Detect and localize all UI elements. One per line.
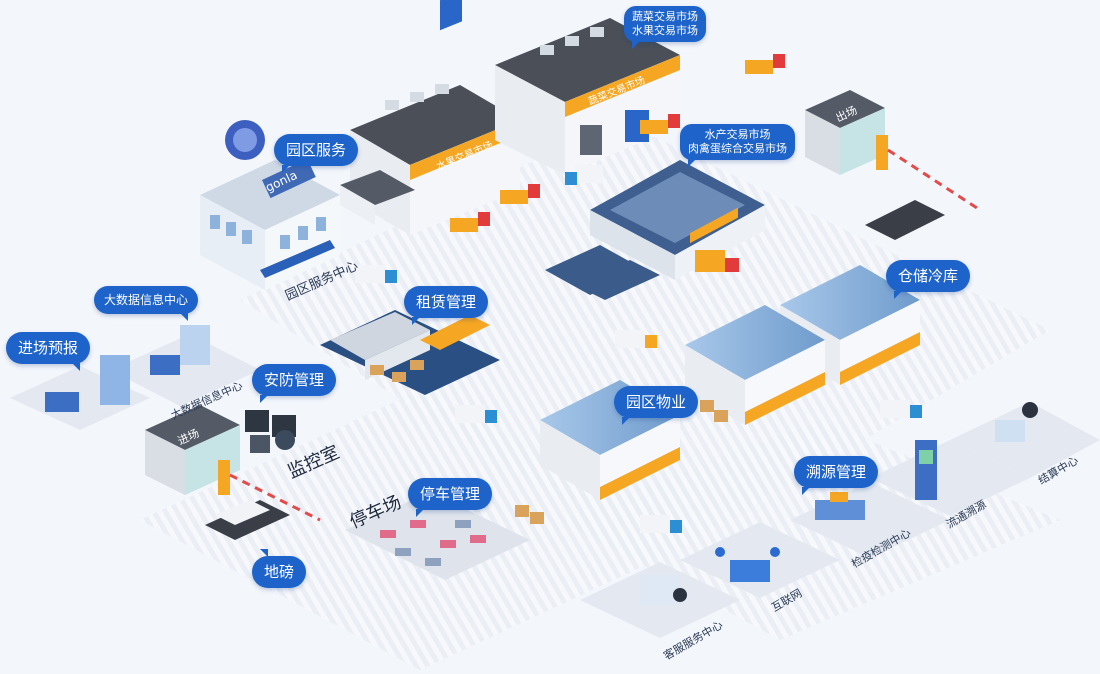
truck-4 [640,515,682,533]
park-service-center-building: gonla [200,120,340,290]
exit-gate: 出场 [805,90,981,240]
trace-kiosk [915,440,937,500]
aquatic-market-building [545,160,765,300]
settlement-desk [995,402,1038,442]
trucks [355,54,922,533]
big-data-node [150,325,210,375]
cold-storage-callout[interactable]: 仓储冷库 [886,260,971,299]
entry-forecast-node [45,355,130,412]
veg-fruit-market-callout[interactable]: 蔬菜交易市场 水果交易市场 [624,6,706,49]
aquatic-market-callout-line: 水产交易市场 [704,128,771,141]
traceability-callout[interactable]: 溯源管理 [794,456,879,495]
truck-1 [355,265,397,283]
truck-5 [880,400,922,418]
fruit-market-callout-line: 水果交易市场 [632,24,698,37]
fruit-market-building: 水果交易市场 [340,0,520,235]
cold-storage-warehouses [685,265,920,425]
inspection-lab [815,492,865,520]
veg-market-callout-line: 蔬菜交易市场 [632,10,698,23]
truck-10 [745,54,785,74]
weighbridge-callout[interactable]: 地磅 [252,549,307,588]
monitor-room [245,410,296,453]
truck-9 [640,114,680,134]
truck-7 [450,212,490,232]
big-data-callout[interactable]: 大数据信息中心 [94,286,199,321]
park-property-callout[interactable]: 园区物业 [614,386,699,425]
customer-service [640,575,687,605]
meat-market-callout-line: 肉禽蛋综合交易市场 [688,142,787,155]
truck-11 [565,165,603,185]
parking-lot [345,492,530,580]
parking-mgmt-callout[interactable]: 停车管理 [408,478,493,517]
truck-8 [500,184,540,204]
truck-6 [695,250,739,272]
aquatic-meat-market-callout[interactable]: 水产交易市场 肉禽蛋综合交易市场 [680,124,795,167]
leasing-callout[interactable]: 租赁管理 [404,286,489,325]
entry-forecast-callout[interactable]: 进场预报 [6,332,91,371]
entry-gate: 进场 [145,405,321,540]
park-service-callout[interactable]: 园区服务 [274,134,359,173]
security-callout[interactable]: 安防管理 [252,364,337,403]
truck-3 [615,330,657,348]
leasing-warehouse [320,310,500,395]
internet-node [715,547,780,582]
service-nodes [45,325,1038,605]
truck-2 [455,405,497,423]
